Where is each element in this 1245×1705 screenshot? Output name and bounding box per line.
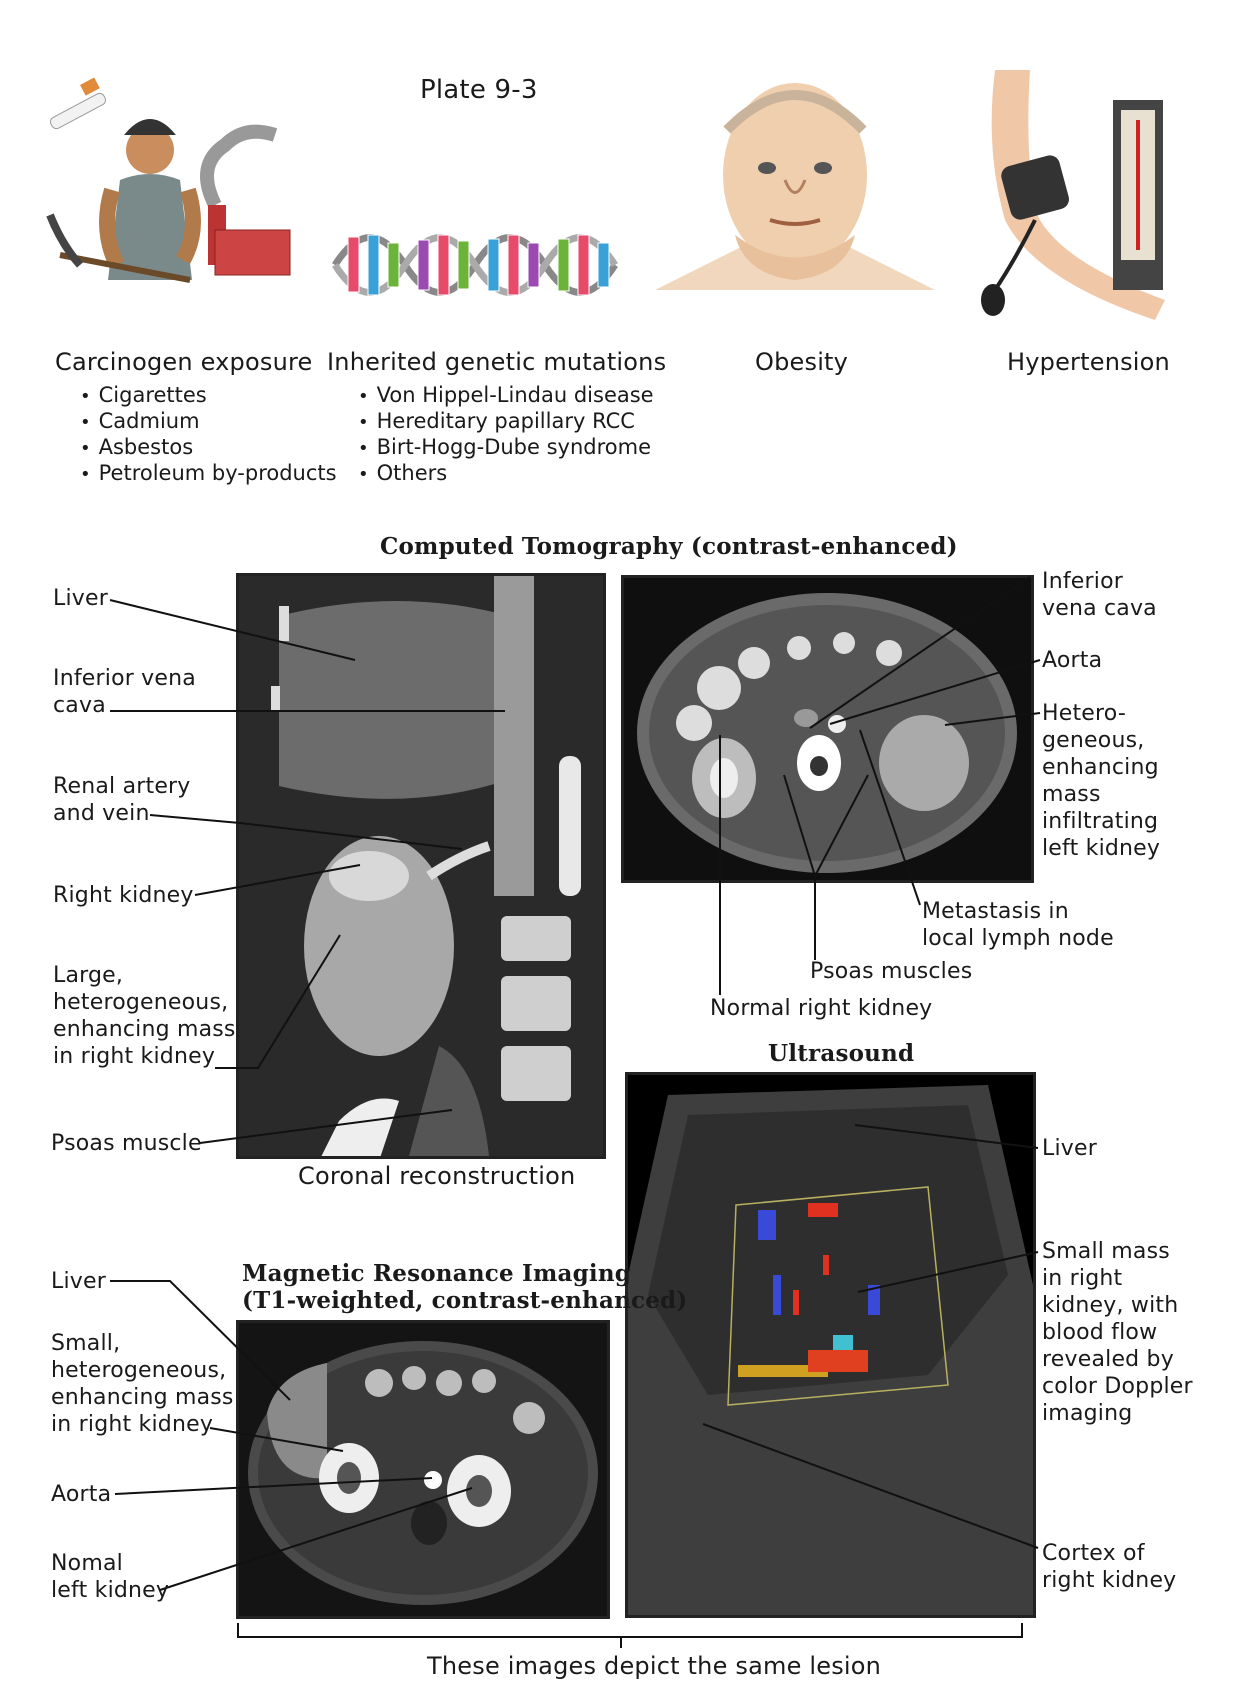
plate-title: Plate 9-3 — [420, 75, 538, 105]
list-item: Hereditary papillary RCC — [376, 409, 654, 435]
label-aorta-axial: Aorta — [1042, 648, 1103, 673]
list-item: Others — [376, 461, 654, 487]
label-psoas-muscles: Psoas muscles — [810, 959, 973, 984]
miner-illustration — [46, 77, 291, 283]
blood-pressure-illustration — [981, 70, 1165, 320]
label-liver-ct: Liver — [53, 586, 108, 611]
label-renal-artery-vein: Renal artery and vein — [53, 774, 191, 826]
label-renal-cortex: Cortex of right kidney — [1042, 1541, 1177, 1593]
list-item: Petroleum by-products — [98, 461, 337, 487]
obese-man-illustration — [655, 83, 935, 290]
label-normal-right-kidney: Normal right kidney — [710, 996, 933, 1021]
label-mri-small-mass: Small, heterogeneous, enhancing mass in … — [51, 1331, 234, 1437]
label-ivc-axial: Inferior vena cava — [1042, 569, 1157, 621]
carcinogen-list: Cigarettes Cadmium Asbestos Petroleum by… — [78, 383, 337, 487]
dna-helix-illustration — [332, 234, 618, 296]
label-liver-mri: Liver — [51, 1269, 106, 1294]
list-item: Cigarettes — [98, 383, 337, 409]
label-normal-left-kidney: Nomal left kidney — [51, 1551, 170, 1603]
us-heading: Ultrasound — [768, 1040, 915, 1067]
risk-title-genetic: Inherited genetic mutations — [327, 348, 667, 376]
genetic-list: Von Hippel-Lindau disease Hereditary pap… — [356, 383, 654, 487]
list-item: Asbestos — [98, 435, 337, 461]
label-left-kidney-mass: Hetero- geneous, enhancing mass infiltra… — [1042, 701, 1161, 861]
ultrasound-image — [625, 1072, 1036, 1618]
list-item: Birt-Hogg-Dube syndrome — [376, 435, 654, 461]
label-liver-us: Liver — [1042, 1136, 1097, 1161]
list-item: Cadmium — [98, 409, 337, 435]
ct-heading: Computed Tomography (contrast-enhanced) — [380, 533, 958, 560]
risk-title-hypertension: Hypertension — [1007, 348, 1170, 376]
label-aorta-mri: Aorta — [51, 1482, 112, 1507]
mri-heading: Magnetic Resonance Imaging (T1-weighted,… — [242, 1260, 688, 1314]
mri-axial-image — [236, 1320, 610, 1619]
label-right-kidney: Right kidney — [53, 883, 194, 908]
list-item: Von Hippel-Lindau disease — [376, 383, 654, 409]
label-psoas-muscle: Psoas muscle — [51, 1131, 202, 1156]
label-ivc-ct: Inferior vena cava — [53, 666, 196, 718]
risk-title-carcinogen: Carcinogen exposure — [55, 348, 313, 376]
label-us-small-mass: Small mass in right kidney, with blood f… — [1042, 1239, 1193, 1426]
ct-axial-image — [621, 575, 1034, 883]
label-lymph-node-metastasis: Metastasis in local lymph node — [922, 899, 1114, 951]
ct-coronal-image — [236, 573, 606, 1159]
footer-note: These images depict the same lesion — [427, 1652, 882, 1680]
coronal-caption: Coronal reconstruction — [298, 1162, 576, 1190]
label-large-mass: Large, heterogeneous, enhancing mass in … — [53, 963, 236, 1069]
risk-title-obesity: Obesity — [755, 348, 849, 376]
